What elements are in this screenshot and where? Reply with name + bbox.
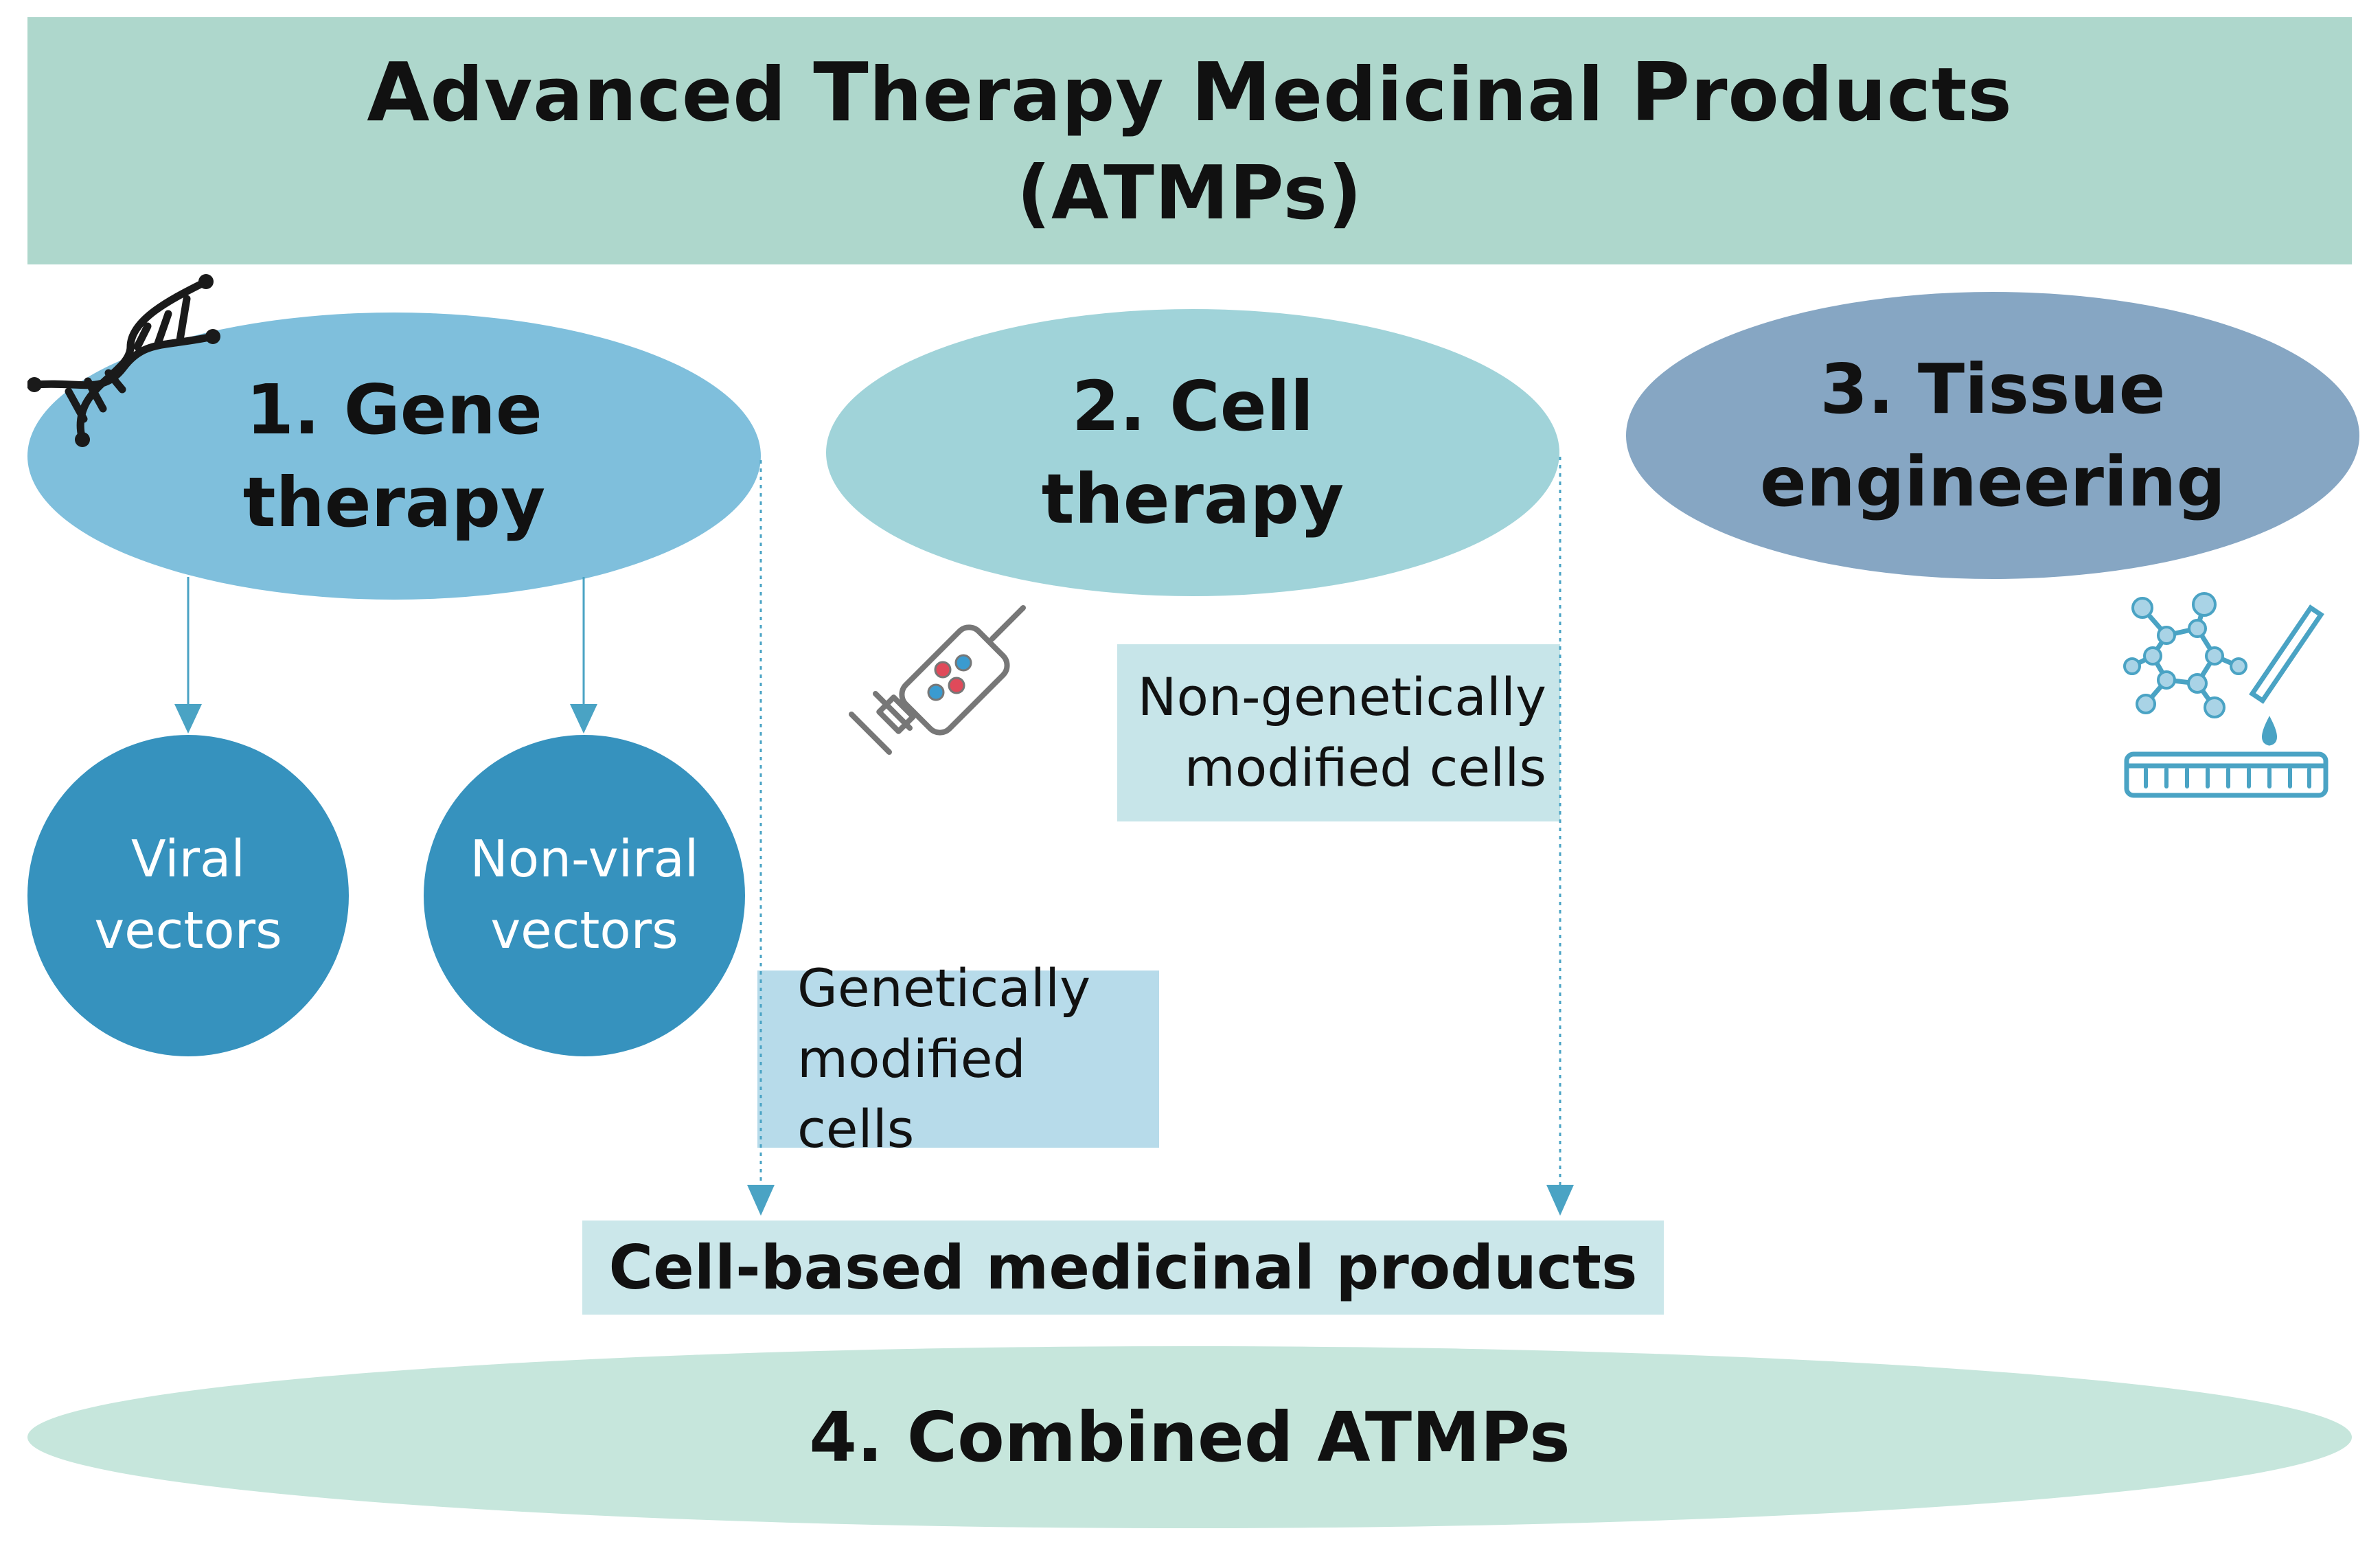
cell-based-medicinal-products-box: Cell-based medicinal products	[582, 1221, 1664, 1315]
cell-based-label: Cell-based medicinal products	[608, 1232, 1638, 1303]
viral-vectors-label-2: vectors	[94, 901, 282, 960]
title-word-1: Advanced	[367, 45, 787, 140]
tissue-engineering-ellipse: 3. Tissue engineering	[1626, 292, 2359, 579]
cell-therapy-label-1: 2. Cell	[1071, 366, 1314, 446]
title-line-1: Advanced Therapy Medicinal Products	[367, 40, 2013, 145]
title-word-3: Medicinal	[1191, 45, 1605, 140]
non-viral-vectors-label-2: vectors	[490, 901, 678, 960]
viral-vectors-circle: Viral vectors	[27, 735, 349, 1056]
tissue-engineering-label-1: 3. Tissue	[1820, 349, 2166, 429]
title-line-2: (ATMPs)	[1016, 150, 1363, 236]
non-viral-vectors-circle: Non-viral vectors	[424, 735, 745, 1056]
non-genetic-label-1: Non-genetically	[1137, 666, 1546, 728]
dna-helix-icon	[27, 274, 220, 447]
molecule-pipette-icon	[2123, 592, 2328, 798]
title-banner: Advanced Therapy Medicinal Products (ATM…	[27, 17, 2352, 264]
title-word-4: Products	[1630, 45, 2013, 140]
gene-therapy-ellipse: 1. Gene therapy	[27, 313, 761, 600]
viral-vectors-label-1: Viral	[131, 830, 245, 889]
genetically-modified-cells-box: Genetically modified cells	[757, 957, 1159, 1159]
syringe-icon	[849, 605, 1026, 755]
cell-therapy-label-2: therapy	[1041, 459, 1345, 539]
gene-therapy-label-2: therapy	[242, 462, 546, 543]
arrowhead-gene-cell-based	[747, 1185, 775, 1216]
title-word-2: Therapy	[813, 45, 1165, 140]
non-viral-vectors-label-1: Non-viral	[470, 830, 699, 889]
genetic-label-1: Genetically	[797, 957, 1091, 1019]
combined-atmps-ellipse: 4. Combined ATMPs	[27, 1346, 2352, 1528]
arrowhead-cell-cell-based	[1546, 1185, 1574, 1216]
non-genetically-modified-cells-box: Non-genetically modified cells	[1117, 644, 1560, 821]
arrowhead-viral	[174, 704, 202, 734]
combined-atmps-label: 4. Combined ATMPs	[809, 1397, 1570, 1477]
tissue-engineering-label-2: engineering	[1759, 442, 2226, 522]
arrowhead-nonviral	[570, 704, 597, 734]
non-genetic-label-2: modified cells	[1184, 737, 1546, 798]
genetic-label-2: modified cells	[797, 1028, 1026, 1160]
cell-therapy-ellipse: 2. Cell therapy	[826, 309, 1559, 596]
gene-therapy-label-1: 1. Gene	[246, 370, 542, 450]
